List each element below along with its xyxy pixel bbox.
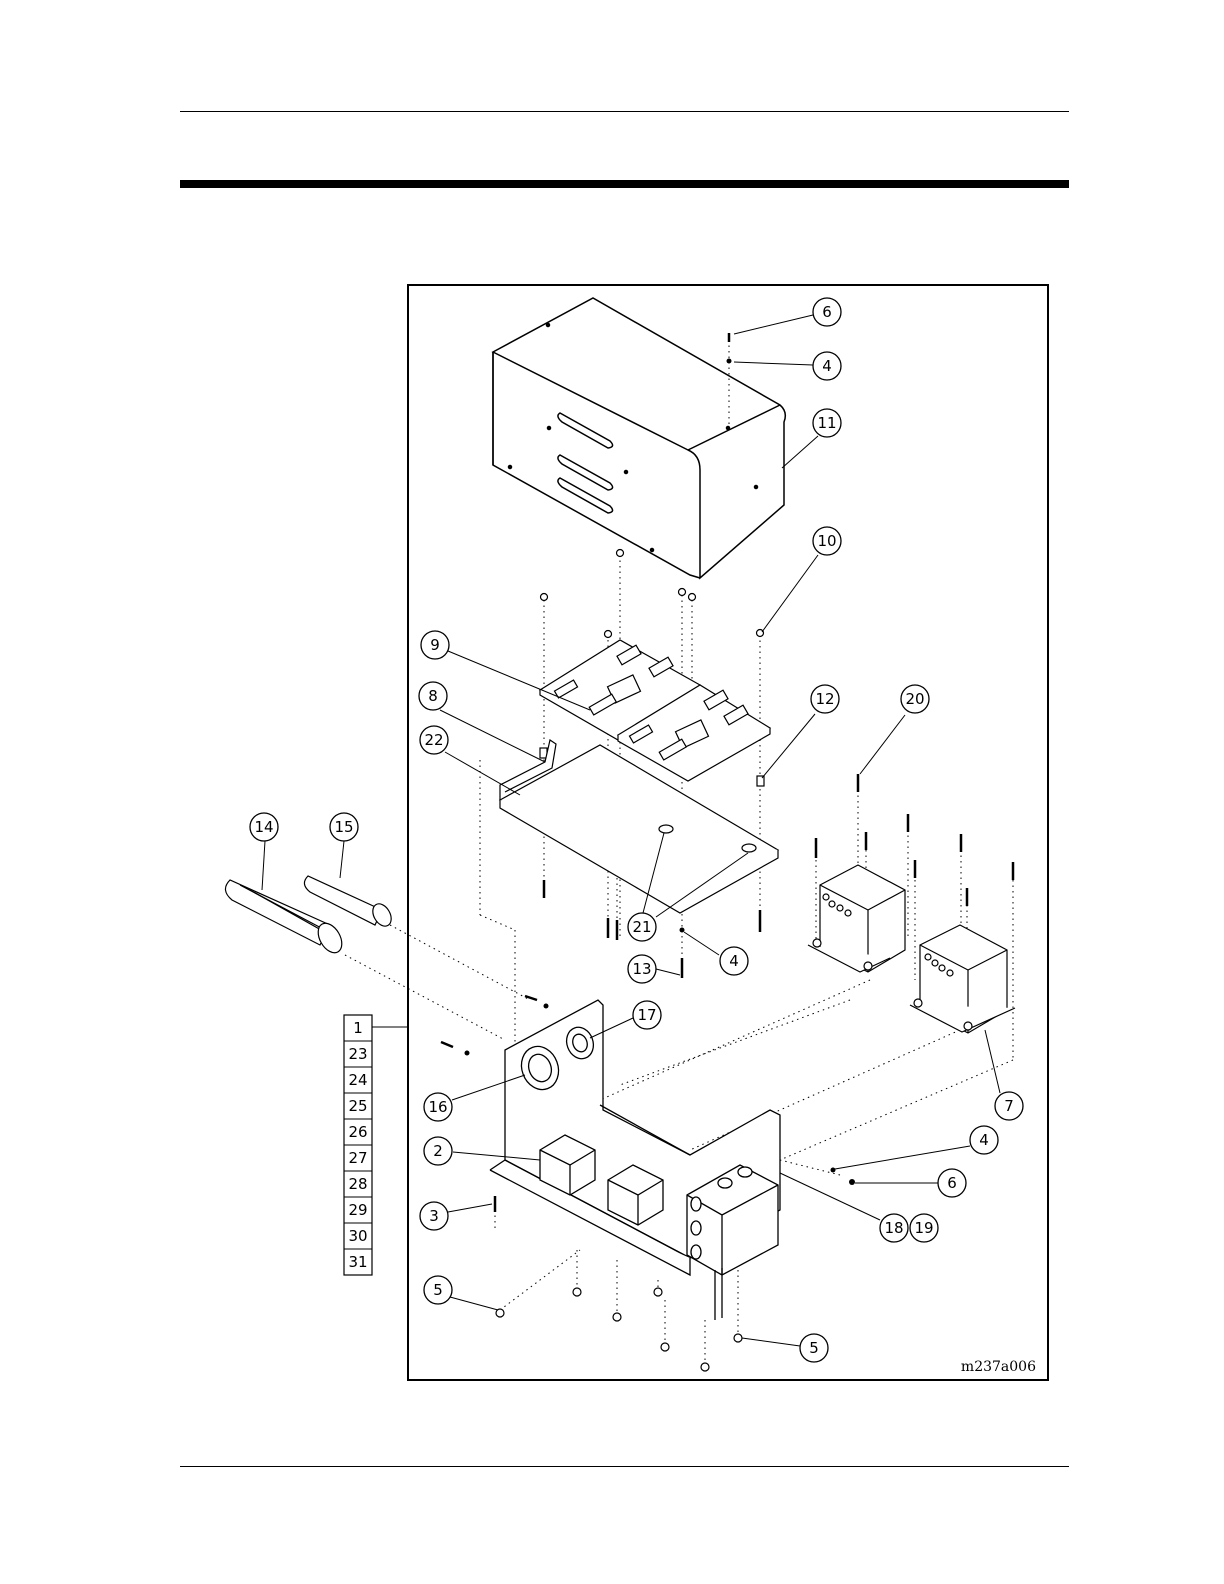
table-cell: 25 (348, 1097, 367, 1115)
chassis (490, 1000, 780, 1320)
transformer-right (910, 925, 1015, 1033)
callout-17: 17 (633, 1001, 661, 1029)
callout-8: 8 (419, 682, 447, 710)
drawing-id-label: m237a006 (961, 1359, 1036, 1375)
table-cell: 31 (348, 1253, 367, 1271)
callout-4-middle: 4 (720, 947, 748, 975)
svg-text:2: 2 (433, 1142, 443, 1160)
svg-text:4: 4 (979, 1131, 989, 1149)
svg-text:22: 22 (424, 731, 443, 749)
svg-text:21: 21 (632, 918, 651, 936)
callout-22: 22 (420, 726, 448, 754)
callout-3: 3 (420, 1202, 448, 1230)
svg-text:3: 3 (429, 1207, 439, 1225)
callout-11: 11 (813, 409, 841, 437)
table-cell: 29 (348, 1201, 367, 1219)
callout-4-bottom: 4 (970, 1126, 998, 1154)
callout-21: 21 (628, 913, 656, 941)
svg-text:14: 14 (254, 818, 273, 836)
svg-text:15: 15 (334, 818, 353, 836)
table-cell: 24 (348, 1071, 367, 1089)
callout-15: 15 (330, 813, 358, 841)
svg-text:13: 13 (632, 960, 651, 978)
mounting-plate (500, 740, 778, 913)
svg-text:20: 20 (905, 690, 924, 708)
svg-text:6: 6 (947, 1174, 957, 1192)
callout-12: 12 (811, 685, 839, 713)
svg-text:10: 10 (817, 532, 836, 550)
svg-text:4: 4 (729, 952, 739, 970)
callout-9: 9 (421, 631, 449, 659)
callout-20: 20 (901, 685, 929, 713)
callout-14: 14 (250, 813, 278, 841)
table-cell: 27 (348, 1149, 367, 1167)
svg-text:12: 12 (815, 690, 834, 708)
table-cell: 1 (353, 1019, 363, 1037)
callout-13: 13 (628, 955, 656, 983)
svg-text:5: 5 (809, 1339, 819, 1357)
svg-text:11: 11 (817, 414, 836, 432)
svg-text:7: 7 (1004, 1097, 1014, 1115)
callout-10: 10 (813, 527, 841, 555)
svg-text:16: 16 (428, 1098, 447, 1116)
transformer-left (808, 865, 905, 972)
callout-7: 7 (995, 1092, 1023, 1120)
svg-text:8: 8 (428, 687, 438, 705)
table-cell: 28 (348, 1175, 367, 1193)
cover-panel (493, 298, 785, 578)
callout-2: 2 (424, 1137, 452, 1165)
svg-text:9: 9 (430, 636, 440, 654)
table-cell: 30 (348, 1227, 367, 1245)
callout-5-left: 5 (424, 1276, 452, 1304)
callout-16: 16 (424, 1093, 452, 1121)
svg-text:4: 4 (822, 357, 832, 375)
svg-text:17: 17 (637, 1006, 656, 1024)
callout-19: 19 (910, 1214, 938, 1242)
svg-text:18: 18 (884, 1219, 903, 1237)
callout-6-bottom: 6 (938, 1169, 966, 1197)
callout-5-right: 5 (800, 1334, 828, 1362)
svg-text:6: 6 (822, 303, 832, 321)
assembly-item-table: 1 23 24 25 26 27 28 29 30 31 (344, 1015, 372, 1275)
callout-18: 18 (880, 1214, 908, 1242)
cable-harness (225, 876, 394, 957)
callout-6-top: 6 (813, 298, 841, 326)
callout-4-top: 4 (813, 352, 841, 380)
svg-text:19: 19 (914, 1219, 933, 1237)
table-cell: 23 (348, 1045, 367, 1063)
table-cell: 26 (348, 1123, 367, 1141)
svg-text:5: 5 (433, 1281, 443, 1299)
